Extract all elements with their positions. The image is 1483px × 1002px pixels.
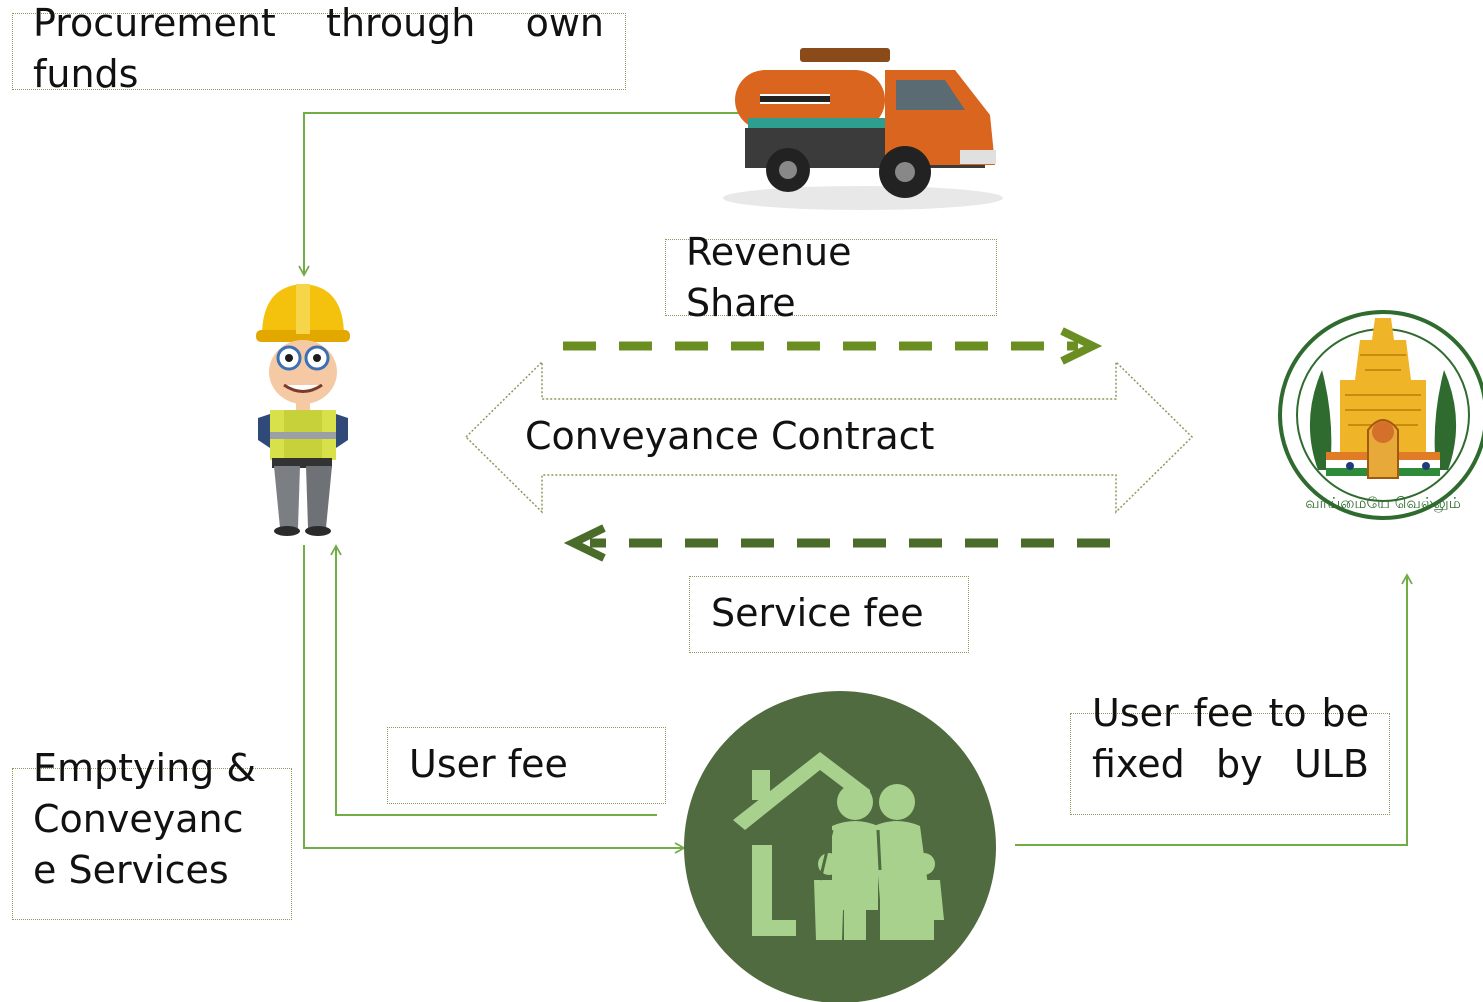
service-fee-label: Service fee — [711, 591, 924, 635]
family-house-icon — [684, 691, 996, 1002]
user-fee-box — [387, 727, 666, 804]
emptying-box — [12, 768, 292, 920]
connector-household-to-government — [1015, 573, 1413, 846]
revenue-share-box — [665, 239, 997, 316]
operator-icon — [256, 284, 350, 536]
emptying-label: Emptying & Conveyance Services — [33, 746, 257, 892]
connector-operator-to-household-services — [303, 545, 686, 854]
conveyance-contract-label: Conveyance Contract — [525, 414, 935, 458]
truck-icon — [723, 48, 1003, 210]
service-fee-box — [689, 576, 969, 653]
user-fee-label: User fee — [409, 742, 568, 786]
revenue-share-arrow — [563, 327, 1103, 365]
user-fee-fixed-box — [1070, 713, 1390, 815]
procurement-box — [12, 13, 626, 90]
tamil-nadu-emblem-icon: வாய்மையே வெல்லும் — [1278, 310, 1483, 520]
user-fee-fixed-label: User fee to be fixed by ULB — [1092, 691, 1369, 786]
conveyance-contract-double-arrow — [464, 360, 1194, 514]
procurement-label: Procurement through own funds — [33, 1, 604, 96]
connector-truck-to-operator — [298, 112, 760, 277]
revenue-share-label: Revenue Share — [686, 230, 852, 325]
emblem-script-text: வாய்மையே வெல்லும் — [1305, 494, 1461, 513]
service-fee-arrow — [563, 524, 1110, 562]
connector-household-to-operator-user-fee — [330, 544, 657, 816]
